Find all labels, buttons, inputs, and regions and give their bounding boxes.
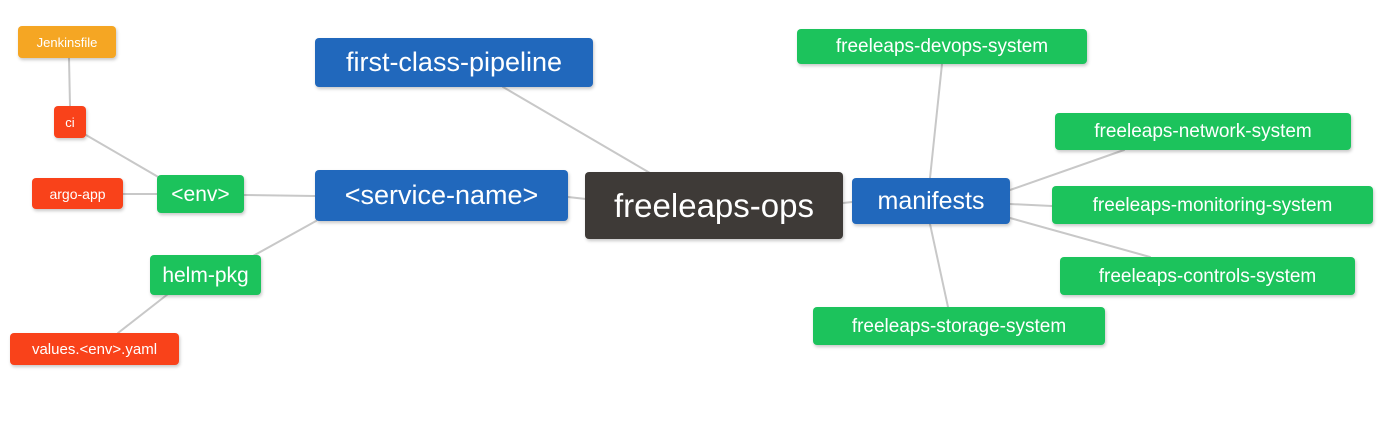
edge-service-name-ops bbox=[567, 196, 587, 200]
mindmap-node-argo-app[interactable]: argo-app bbox=[32, 178, 123, 209]
mindmap-node-jenkinsfile[interactable]: Jenkinsfile bbox=[18, 26, 116, 58]
edge-ci-env bbox=[85, 134, 161, 179]
mindmap-node-freeleaps-ops[interactable]: freeleaps-ops bbox=[585, 172, 843, 239]
edge-jenkinsfile-ci bbox=[68, 57, 71, 107]
edge-manifests-monitoring bbox=[1009, 203, 1053, 207]
mindmap-node-network-system[interactable]: freeleaps-network-system bbox=[1055, 113, 1351, 150]
mindmap-node-env[interactable]: <env> bbox=[157, 175, 244, 213]
mindmap-node-monitoring-system[interactable]: freeleaps-monitoring-system bbox=[1052, 186, 1373, 224]
mindmap-node-ci[interactable]: ci bbox=[54, 106, 86, 138]
edge-pipeline-ops bbox=[502, 86, 651, 174]
mindmap-node-values-yaml[interactable]: values.<env>.yaml bbox=[10, 333, 179, 365]
edge-manifests-network bbox=[1009, 149, 1125, 191]
mindmap-node-devops-system[interactable]: freeleaps-devops-system bbox=[797, 29, 1087, 64]
mindmap-node-service-name[interactable]: <service-name> bbox=[315, 170, 568, 221]
mindmap-node-first-class-pipeline[interactable]: first-class-pipeline bbox=[315, 38, 593, 87]
mindmap-node-manifests[interactable]: manifests bbox=[852, 178, 1010, 224]
edge-ops-manifests bbox=[842, 201, 853, 204]
mindmap-node-helm-pkg[interactable]: helm-pkg bbox=[150, 255, 261, 295]
edge-service-name-helm-pkg bbox=[252, 220, 317, 257]
edge-manifests-storage bbox=[929, 223, 949, 308]
edge-helm-pkg-values bbox=[117, 293, 169, 334]
edge-env-service-name bbox=[243, 194, 316, 197]
mindmap-node-controls-system[interactable]: freeleaps-controls-system bbox=[1060, 257, 1355, 295]
edge-manifests-devops bbox=[929, 63, 943, 179]
mindmap-node-storage-system[interactable]: freeleaps-storage-system bbox=[813, 307, 1105, 345]
